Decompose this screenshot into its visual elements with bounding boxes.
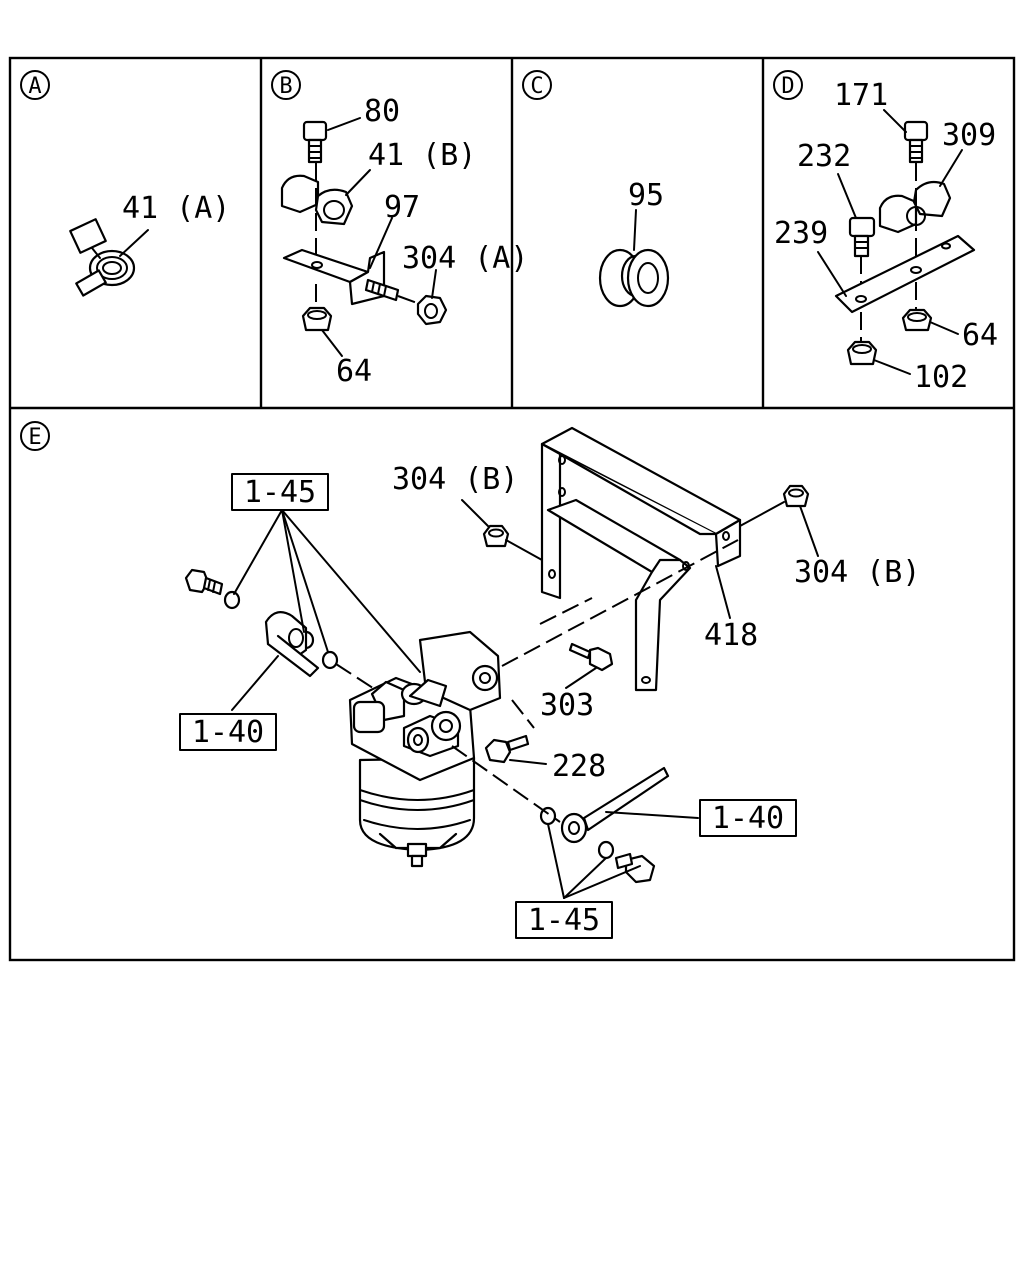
- panel-a: A 41 (A): [20, 70, 230, 297]
- label-95: 95: [628, 178, 664, 213]
- label-102: 102: [914, 360, 968, 395]
- hose-clamp-part: [69, 218, 136, 297]
- label-304a: 304 (A): [402, 241, 528, 276]
- svg-text:D: D: [781, 74, 794, 99]
- label-304b-left: 304 (B): [392, 462, 518, 497]
- bracket-97-part: [282, 248, 386, 306]
- label-232: 232: [797, 139, 851, 174]
- nut-304b-right-part: [782, 484, 810, 508]
- panel-b: B 80 41 (B) 97: [271, 70, 528, 389]
- label-228: 228: [552, 749, 606, 784]
- hose-eye-left-part: [264, 611, 320, 678]
- bolt-303-part: [568, 642, 614, 672]
- label-239: 239: [774, 216, 828, 251]
- clamp-41b-part: [280, 174, 354, 226]
- svg-text:1-45: 1-45: [244, 475, 316, 510]
- svg-text:1-40: 1-40: [192, 715, 264, 750]
- label-309: 309: [942, 118, 996, 153]
- label-64-b: 64: [336, 354, 372, 389]
- svg-text:1-40: 1-40: [712, 801, 784, 836]
- label-64-d: 64: [962, 318, 998, 353]
- panel-b-marker: B: [271, 70, 301, 100]
- nut-64-d-part: [901, 308, 933, 332]
- bracket-418-part: [540, 426, 742, 692]
- svg-text:1-45: 1-45: [528, 903, 600, 938]
- clamp-309-part: [878, 180, 952, 234]
- leader-41a: [119, 229, 149, 257]
- label-171: 171: [834, 78, 888, 113]
- svg-text:A: A: [28, 74, 41, 99]
- svg-text:B: B: [279, 74, 292, 99]
- ref-140-left: 1-40: [179, 713, 277, 751]
- washer-3: [321, 650, 339, 670]
- ref-145-bottom: 1-45: [515, 901, 613, 939]
- label-41b: 41 (B): [368, 138, 476, 173]
- bolt-228-part: [484, 734, 530, 764]
- label-41a: 41 (A): [122, 191, 230, 226]
- ref-140-right: 1-40: [699, 799, 797, 837]
- svg-text:E: E: [28, 425, 41, 450]
- label-80: 80: [364, 94, 400, 129]
- bolt-171-part: [903, 120, 929, 164]
- washer-1: [223, 590, 241, 610]
- panel-c-marker: C: [522, 70, 552, 100]
- stud-bolt-part: [364, 278, 400, 302]
- leaders-145-top: [233, 509, 421, 673]
- bolt-232-part: [848, 216, 876, 258]
- nut-64-part: [301, 306, 333, 332]
- ref-145-top: 1-45: [231, 473, 329, 511]
- bolt-80-part: [302, 120, 328, 164]
- fuel-filter-part: [348, 630, 502, 868]
- label-303: 303: [540, 688, 594, 723]
- leaders-145-bottom: [547, 823, 641, 899]
- union-bolt-left-part: [184, 568, 224, 596]
- panel-d: D 171 309 232: [773, 70, 998, 395]
- panel-e-marker: E: [20, 421, 50, 451]
- washer-5: [597, 840, 615, 860]
- label-97: 97: [384, 190, 420, 225]
- panel-d-marker: D: [773, 70, 803, 100]
- grommet-95-part: [598, 248, 670, 308]
- diagram-frame: [8, 56, 1016, 962]
- label-304b-right: 304 (B): [794, 555, 920, 590]
- nut-304a-part: [416, 294, 448, 326]
- panel-e: E 418 304 (B): [20, 421, 920, 939]
- panel-c: C 95: [522, 70, 670, 308]
- plate-239-part: [834, 234, 976, 314]
- nut-304b-left-part: [482, 524, 510, 548]
- union-bolt-right-part: [614, 852, 656, 884]
- panel-a-marker: A: [20, 70, 50, 100]
- nut-102-part: [846, 340, 878, 366]
- label-418: 418: [704, 618, 758, 653]
- svg-text:C: C: [530, 74, 543, 99]
- hose-eye-right-part: [560, 766, 670, 844]
